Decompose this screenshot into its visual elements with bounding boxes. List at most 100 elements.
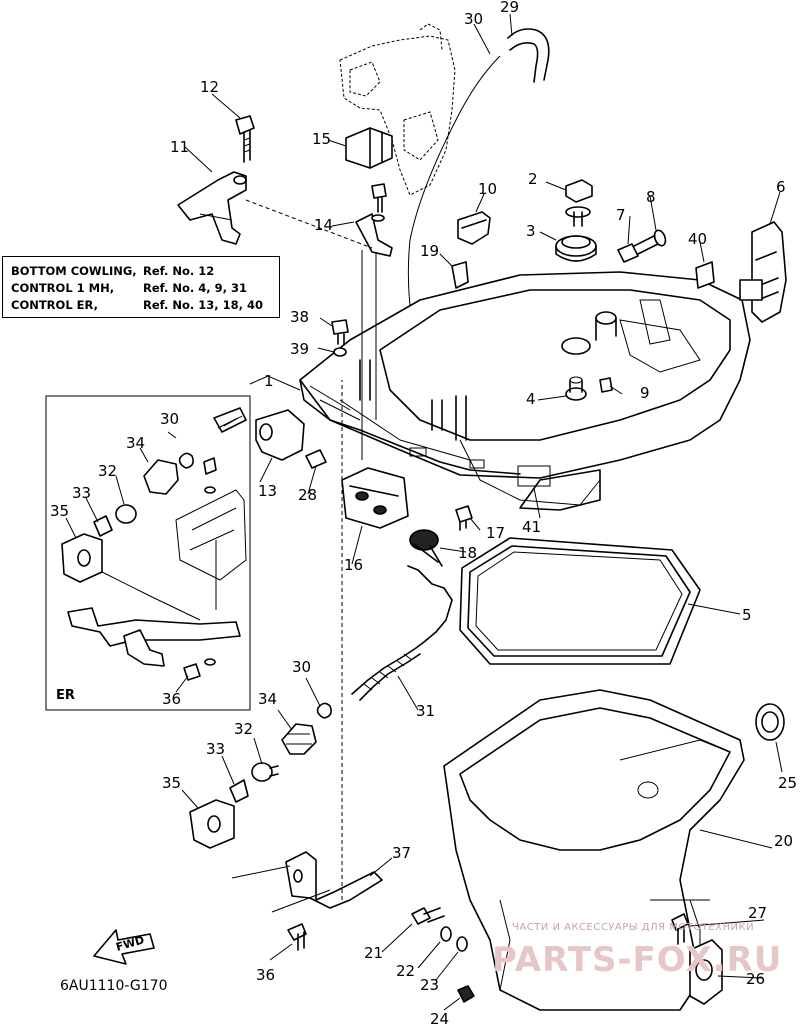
bottom-cowling-1 bbox=[299, 271, 751, 511]
inset-callout-35: 35 bbox=[50, 502, 69, 520]
screw-21 bbox=[411, 907, 445, 925]
plate-40 bbox=[695, 261, 715, 289]
callout-22: 22 bbox=[396, 962, 415, 980]
ref-row-control-mh: CONTROL 1 MH, Ref. No. 4, 9, 31 bbox=[11, 281, 247, 295]
callout-27: 27 bbox=[748, 904, 767, 922]
ref-row-refs: Ref. No. 12 bbox=[143, 264, 215, 278]
callout-29: 29 bbox=[500, 0, 519, 16]
ref-row-label: BOTTOM COWLING, bbox=[11, 264, 137, 278]
callout-20: 20 bbox=[774, 832, 793, 850]
callout-18: 18 bbox=[458, 544, 477, 562]
inset-callout-36: 36 bbox=[162, 690, 181, 708]
callout-30: 30 bbox=[464, 10, 483, 28]
callout-10: 10 bbox=[478, 180, 497, 198]
callout-23: 23 bbox=[420, 976, 439, 994]
washer-8 bbox=[653, 229, 667, 247]
bolt-2 bbox=[565, 179, 593, 227]
bracket-11 bbox=[177, 171, 247, 245]
callout-25: 25 bbox=[778, 774, 797, 792]
callout-32: 32 bbox=[234, 720, 253, 738]
callout-17: 17 bbox=[486, 524, 505, 542]
seal-5 bbox=[459, 537, 701, 665]
lower-cowling-20 bbox=[443, 689, 745, 1011]
bolt-9 bbox=[599, 377, 613, 393]
callout-26: 26 bbox=[746, 970, 765, 988]
bolt-36 bbox=[287, 923, 307, 951]
knob-34 bbox=[281, 723, 317, 755]
ref-row-refs: Ref. No. 13, 18, 40 bbox=[143, 298, 264, 312]
callout-33: 33 bbox=[206, 740, 225, 758]
callout-35: 35 bbox=[162, 774, 181, 792]
washer-39 bbox=[333, 347, 347, 357]
er-inset bbox=[45, 395, 251, 711]
cable-31 bbox=[351, 565, 453, 701]
pad-15 bbox=[345, 127, 393, 169]
callout-15: 15 bbox=[312, 130, 331, 148]
callout-38: 38 bbox=[290, 308, 309, 326]
callout-12: 12 bbox=[200, 78, 219, 96]
cover-16 bbox=[341, 467, 409, 529]
engine-block-outline bbox=[339, 23, 456, 196]
inset-callout-33: 33 bbox=[72, 484, 91, 502]
grommet-3 bbox=[555, 235, 597, 262]
callout-31: 31 bbox=[416, 702, 435, 720]
watermark-tagline: ЧАСТИ И АКСЕССУАРЫ ДЛЯ МОТОТЕХНИКИ bbox=[512, 922, 755, 933]
ref-row-label: CONTROL 1 MH, bbox=[11, 281, 115, 295]
callout-8: 8 bbox=[646, 188, 656, 206]
callout-14: 14 bbox=[314, 216, 333, 234]
callout-2: 2 bbox=[528, 170, 538, 188]
callout-19: 19 bbox=[420, 242, 439, 260]
callout-30b: 30 bbox=[292, 658, 311, 676]
inset-callout-30: 30 bbox=[160, 410, 179, 428]
ref-row-control-er: CONTROL ER, Ref. No. 13, 18, 40 bbox=[11, 298, 263, 312]
inset-label: ER bbox=[56, 688, 75, 703]
screw-27 bbox=[671, 913, 689, 945]
callout-39: 39 bbox=[290, 340, 309, 358]
callout-36: 36 bbox=[256, 966, 275, 984]
washer-22 bbox=[440, 926, 452, 942]
bracket-37 bbox=[285, 851, 383, 909]
washer-33 bbox=[229, 779, 249, 803]
bolt-17 bbox=[455, 505, 473, 531]
bolt-38 bbox=[331, 319, 349, 345]
callout-1: 1 bbox=[264, 372, 274, 390]
callout-11: 11 bbox=[170, 138, 189, 156]
bolt-12 bbox=[235, 115, 255, 163]
grommet-25 bbox=[755, 703, 785, 741]
bracket-14 bbox=[355, 183, 393, 257]
inset-callout-34: 34 bbox=[126, 434, 145, 452]
callout-5: 5 bbox=[742, 606, 752, 624]
callout-labels: 29 30 12 11 15 14 10 19 2 3 7 8 6 40 38 … bbox=[50, 0, 797, 1024]
grommet-10 bbox=[457, 211, 491, 245]
clip-30 bbox=[316, 702, 332, 719]
bolt-32 bbox=[251, 762, 279, 782]
callout-37: 37 bbox=[392, 844, 411, 862]
washer-23 bbox=[456, 936, 468, 952]
clip-19 bbox=[451, 261, 469, 289]
ref-row-refs: Ref. No. 4, 9, 31 bbox=[143, 281, 248, 295]
callout-9: 9 bbox=[640, 384, 650, 402]
callout-34: 34 bbox=[258, 690, 277, 708]
callout-4: 4 bbox=[526, 390, 536, 408]
fwd-arrow: FWD bbox=[93, 929, 155, 965]
callout-41: 41 bbox=[522, 518, 541, 536]
inset-callout-32: 32 bbox=[98, 462, 117, 480]
watermark-logo: PARTS-FOX.RU bbox=[492, 940, 783, 980]
leader-lines bbox=[65, 13, 783, 1011]
callout-24: 24 bbox=[430, 1010, 449, 1024]
ref-row-label: CONTROL ER, bbox=[11, 298, 98, 312]
callout-28: 28 bbox=[298, 486, 317, 504]
callout-7: 7 bbox=[616, 206, 626, 224]
callout-21: 21 bbox=[364, 944, 383, 962]
pad-28 bbox=[305, 449, 327, 469]
reference-table: BOTTOM COWLING, Ref. No. 12 CONTROL 1 MH… bbox=[2, 256, 280, 318]
ref-row-bottom-cowling: BOTTOM COWLING, Ref. No. 12 bbox=[11, 264, 214, 278]
callout-13: 13 bbox=[258, 482, 277, 500]
bolt-7 bbox=[617, 235, 659, 263]
grommet-18 bbox=[409, 529, 443, 567]
latch-6 bbox=[739, 221, 787, 323]
bracket-26 bbox=[689, 939, 723, 1005]
bracket-35 bbox=[189, 799, 235, 849]
lever-13 bbox=[255, 409, 305, 461]
